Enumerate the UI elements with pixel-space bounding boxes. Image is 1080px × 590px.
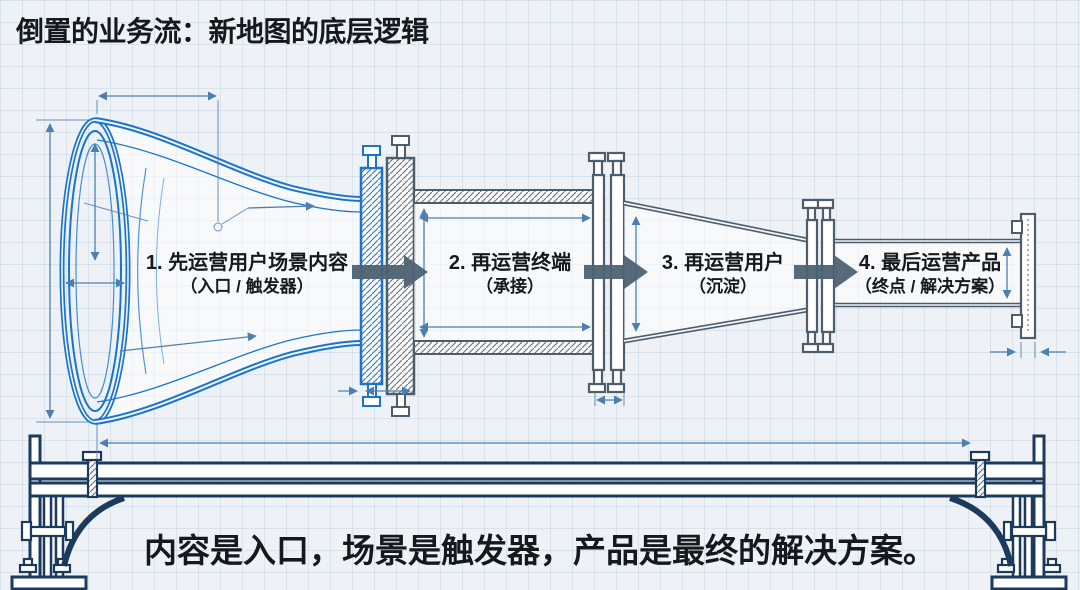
right-bracket-arc xyxy=(949,495,1014,567)
stage-label-3: 3. 再运营用户 （沉淀） xyxy=(573,250,873,298)
stage-label-2: 2. 再运营终端 （承接） xyxy=(360,250,660,298)
flow-arrow-icon xyxy=(584,255,648,289)
left-bracket-arc xyxy=(61,495,125,567)
stage-3-title: 3. 再运营用户 xyxy=(661,252,785,274)
leg-bolts xyxy=(20,520,1057,542)
page-title: 倒置的业务流：新地图的底层逻辑 xyxy=(16,16,429,47)
flow-arrow-icon xyxy=(352,255,428,289)
end-plate xyxy=(1011,212,1037,340)
reducer-cone xyxy=(623,200,808,344)
flow-arrow-icon xyxy=(794,255,858,289)
stage-2-subtitle: （承接） xyxy=(476,277,544,296)
dimension-lines xyxy=(36,91,1066,459)
flow-arrows xyxy=(352,255,858,289)
stage-4-title: 4. 最后运营产品 xyxy=(858,252,1002,274)
stage-1-subtitle: （入口 / 触发器） xyxy=(180,277,314,296)
stage-label-4: 4. 最后运营产品 （终点 / 解决方案） xyxy=(780,250,1080,298)
stage-label-1: 1. 先运营用户场景内容 （入口 / 触发器） xyxy=(97,250,397,298)
stage-1-title: 1. 先运营用户场景内容 xyxy=(145,252,349,274)
support-stand xyxy=(10,434,1068,590)
stage-2-title: 2. 再运营终端 xyxy=(448,252,572,274)
outlet-pipe xyxy=(835,238,1021,308)
stage-3-subtitle: （沉淀） xyxy=(689,277,757,296)
footer-summary: 内容是入口，场景是触发器，产品是最终的解决方案。 xyxy=(144,532,936,569)
beam-bolts xyxy=(81,450,991,499)
stage-4-subtitle: （终点 / 解决方案） xyxy=(854,277,1006,296)
